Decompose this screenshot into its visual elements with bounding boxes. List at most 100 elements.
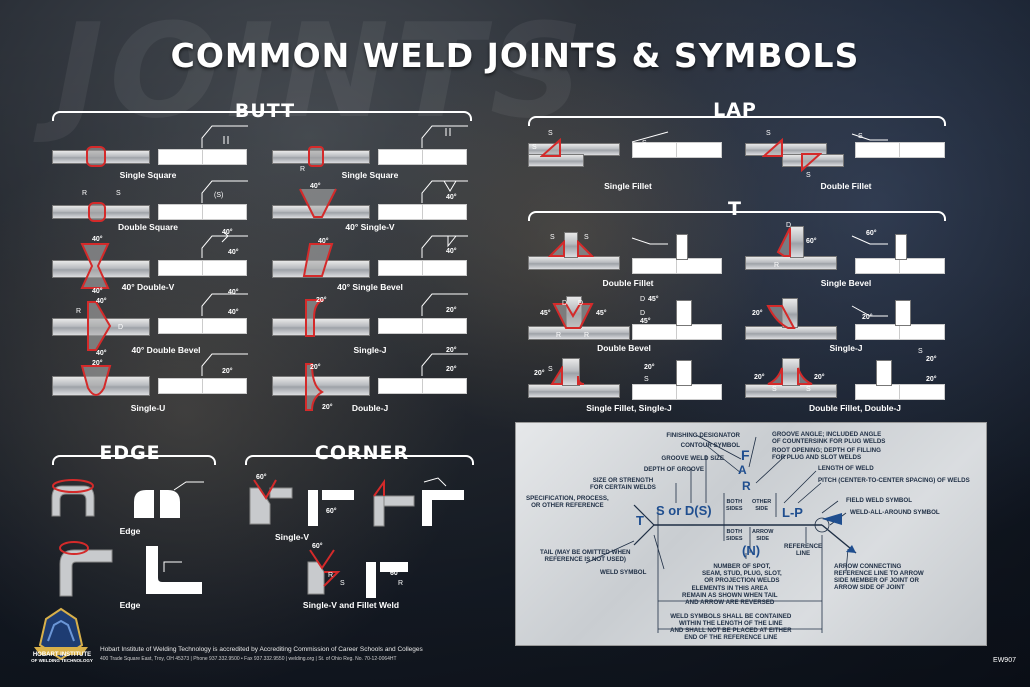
ref-contained: WELD SYMBOLS SHALL BE CONTAINED WITHIN T…: [670, 613, 792, 641]
dim-s: S: [340, 580, 345, 587]
edge-corner-weld: [59, 541, 113, 597]
symbol-box: [422, 318, 467, 334]
symbol-box: [899, 324, 945, 340]
ref-length-of-weld: LENGTH OF WELD: [818, 465, 874, 472]
corner-v-weld: [249, 479, 293, 525]
footer-accreditation: Hobart Institute of Welding Technology i…: [100, 646, 423, 653]
logo-line1: HOBART INSTITUTE: [32, 652, 92, 658]
symbol-box: [855, 324, 901, 340]
symbol-box: [202, 318, 247, 334]
symbol-box: [855, 258, 901, 274]
symbol-box: [202, 378, 247, 394]
joint-label: Single-J: [353, 345, 387, 355]
angle-label: 20°: [322, 404, 333, 411]
symbol-box: [676, 384, 722, 400]
page-title: COMMON WELD JOINTS & SYMBOLS: [170, 36, 860, 75]
joint-label: Single-U: [130, 403, 166, 413]
corner-symbol-icon: [308, 490, 354, 526]
ref-weld-symbol: WELD SYMBOL: [600, 569, 647, 576]
angle-label: 20°: [534, 370, 545, 377]
symbol-box: [632, 324, 678, 340]
dim-d: D: [640, 296, 646, 303]
angle-label: 40°: [318, 238, 329, 245]
corner-brace: [245, 455, 474, 465]
symbol-box: [378, 204, 423, 220]
ref-other-side: OTHER SIDE: [752, 499, 772, 512]
symbol-box: [202, 149, 247, 165]
t-plate: [528, 384, 620, 398]
dim-s: S: [116, 190, 121, 197]
corner-heading: CORNER: [314, 442, 410, 464]
weld-symbol-icon: [851, 133, 888, 141]
symbol-box: [899, 384, 945, 400]
dim-s: S: [858, 143, 863, 150]
t-plate: [745, 256, 837, 270]
u-groove-weld: [80, 365, 112, 396]
angle-label: 20°: [446, 347, 457, 354]
fillet-j-weld: [550, 366, 585, 385]
symbol-box: [422, 378, 467, 394]
angle-label: 20°: [310, 364, 321, 371]
hobart-logo: [34, 607, 88, 661]
dim-r: R: [328, 572, 334, 579]
angle-label: 40°: [96, 350, 107, 357]
dim-s: S: [548, 366, 553, 373]
ref-tail: TAIL (MAY BE OMITTED WHEN REFERENCE IS N…: [540, 549, 631, 563]
dim-r: R: [398, 580, 404, 587]
joint-label: Single-J: [829, 343, 863, 353]
fillet-weld: [801, 153, 822, 172]
lap-brace: [528, 116, 946, 126]
butt-heading: BUTT: [234, 100, 296, 122]
dim-s: S: [550, 234, 555, 241]
joint-label: 40° Double-V: [121, 282, 175, 292]
butt-plate: [272, 376, 370, 396]
symbol-box: [378, 318, 423, 334]
lap-heading: LAP: [713, 99, 757, 121]
ref-field-weld: FIELD WELD SYMBOL: [846, 497, 912, 504]
dim-s: S: [772, 386, 777, 393]
weld-symbol-icon: [421, 293, 468, 316]
angle-label: 40°: [228, 309, 239, 316]
dim-d: D: [578, 300, 584, 307]
weld-symbol-icon: [201, 293, 248, 316]
joint-label: 40° Single-V: [345, 222, 395, 232]
joint-label: Single Square: [119, 170, 177, 180]
dim-r: R: [556, 332, 562, 339]
angle-label: 20°: [754, 374, 765, 381]
ref-weld-all-around: WELD-ALL-AROUND SYMBOL: [850, 509, 940, 516]
footer-address: 400 Trade Square East, Troy, OH 45373 | …: [100, 656, 397, 662]
symbol-box: [855, 384, 901, 400]
angle-label: 20°: [316, 297, 327, 304]
ref-letter-r: R: [742, 479, 751, 493]
dim-r: R: [774, 262, 780, 269]
bevel-weld: [302, 243, 334, 277]
corner-symbol-icon: [366, 562, 408, 598]
dim-s: S: [642, 140, 647, 147]
edge-heading: EDGE: [99, 442, 161, 464]
symbol-box: [676, 324, 722, 340]
ref-specification: SPECIFICATION, PROCESS, OR OTHER REFEREN…: [526, 495, 609, 509]
angle-label: 45°: [596, 310, 607, 317]
ref-number-of-spot: NUMBER OF SPOT, SEAM, STUD, PLUG, SLOT, …: [702, 563, 782, 584]
symbol-box: [632, 258, 678, 274]
dim-d: D: [562, 300, 568, 307]
dim-s: S: [584, 234, 589, 241]
angle-label: 20°: [752, 310, 763, 317]
ref-letter-a: A: [738, 463, 747, 477]
weld-symbol-icon: [201, 125, 248, 148]
weld-symbol-icon: [421, 353, 468, 376]
angle-label: 20°: [926, 376, 937, 383]
symbol-box: [899, 142, 945, 158]
edge-symbol-icon: [146, 546, 202, 594]
dim-s: S: [806, 386, 811, 393]
ref-groove-weld-size: GROOVE WELD SIZE: [661, 455, 724, 462]
joint-label: Double Fillet: [602, 278, 654, 288]
symbol-box: [676, 258, 722, 274]
weld-symbol-icon: [201, 232, 248, 258]
dim-d: D: [786, 222, 792, 229]
t-stem-symbol: [895, 234, 907, 260]
symbol-box: [632, 384, 678, 400]
t-heading: T: [728, 198, 742, 220]
joint-label: Single Fillet, Single-J: [586, 403, 672, 413]
dim-s: S: [858, 133, 863, 140]
